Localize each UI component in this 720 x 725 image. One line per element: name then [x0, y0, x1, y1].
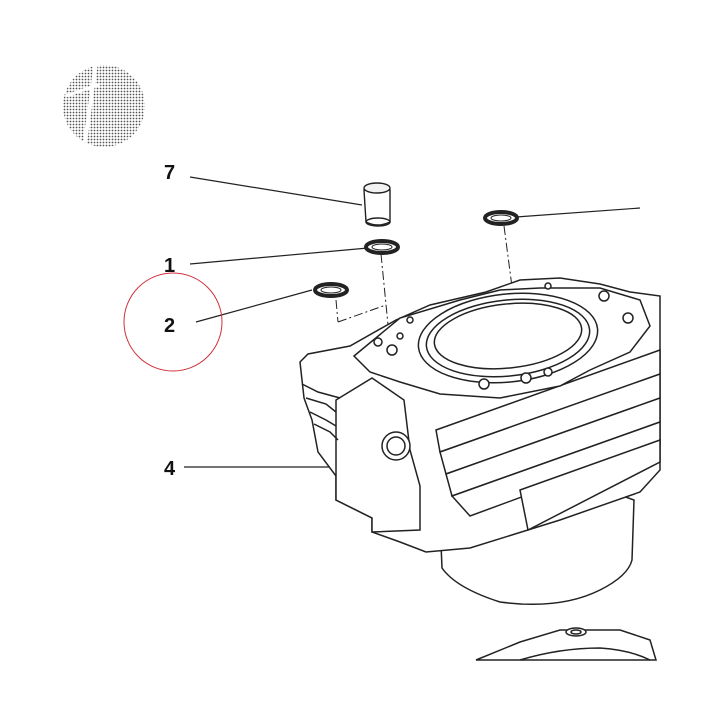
leader-lines [184, 176, 641, 468]
cylinder-block-part-4 [299, 277, 661, 606]
o-ring-top-right [483, 210, 519, 226]
highlight-circle [123, 272, 223, 372]
o-ring-part-2 [313, 282, 349, 298]
crankcase-fragment [475, 627, 658, 661]
callout-2: 2 [164, 315, 176, 337]
dowel-part-7 [363, 182, 391, 227]
o-ring-part-1 [364, 239, 400, 255]
callout-1: 1 [164, 255, 176, 277]
callout-4: 4 [164, 458, 176, 480]
callout-7: 7 [164, 162, 176, 184]
halftone-logo-icon [63, 65, 145, 147]
